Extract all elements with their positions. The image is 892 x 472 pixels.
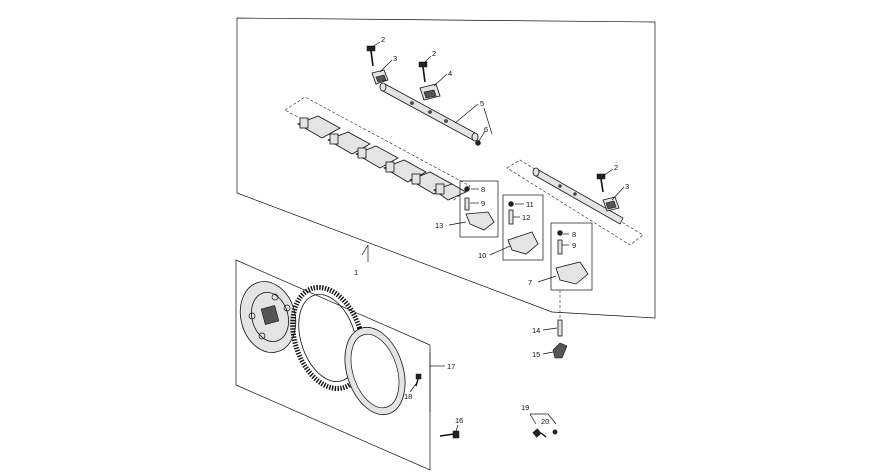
rocker-arm-7-box [550,222,593,291]
callout-20: 20 [541,417,549,426]
callout-1-leader [361,244,369,262]
leader-lines [371,41,625,432]
callout-5: 5 [480,99,484,108]
second-rocker-shaft [532,167,624,225]
center-pedestal [419,83,441,101]
pushrod-14 [557,319,563,337]
callout-19: 19 [521,403,529,412]
bolt-18 [415,373,422,387]
callout-3a: 3 [393,54,397,63]
bolt-2a [366,45,376,67]
clutch-disc [344,326,406,416]
callout-12: 12 [522,213,530,222]
rocker-shaft [379,82,479,142]
callout-4: 4 [448,69,452,78]
rocker-arm-7 [555,230,589,285]
callout-8a: 8 [481,185,485,194]
rocker-arm-13 [464,186,495,231]
ring-gear [290,285,366,391]
callout-15: 15 [532,350,540,359]
callout-6: 6 [484,125,488,134]
callout-11: 11 [526,200,534,209]
callout-13: 13 [435,221,443,230]
flywheel-hub-plate [239,281,297,353]
callout-2b: 2 [432,49,436,58]
callout-2a: 2 [381,35,385,44]
callout-2c: 2 [614,163,618,172]
plug-6 [475,140,481,146]
callout-1: 1 [354,268,358,277]
rocker-arm-10 [507,201,539,255]
callout-7: 7 [528,278,532,287]
callout-18: 18 [404,392,412,401]
tappet-15 [552,342,568,359]
bolt-16 [439,430,460,439]
rocker-arm-13-box [459,180,499,238]
callout-9b: 9 [572,241,576,250]
bolt-2c [596,173,606,193]
callout-labels: 1 2 3 2 4 5 6 2 3 8 9 13 11 12 10 8 9 7 … [354,35,629,426]
rocker-arm-row [297,115,467,201]
callout-10: 10 [478,251,486,260]
flywheel-assembly-panel [235,259,431,471]
rocker-arm-10-box [502,194,544,261]
second-shaft-outline [506,159,644,246]
callout-16: 16 [455,416,463,425]
rocker-assembly-panel [236,17,656,319]
bolt-2b [418,61,428,83]
callout-17: 17 [447,362,455,371]
callout-9a: 9 [481,199,485,208]
callout-3b: 3 [625,182,629,191]
pedestal-3b [602,196,620,212]
end-pedestal [371,69,389,85]
callout-8b: 8 [572,230,576,239]
bolt-set-19-20 [529,413,558,438]
callout-14: 14 [532,326,540,335]
